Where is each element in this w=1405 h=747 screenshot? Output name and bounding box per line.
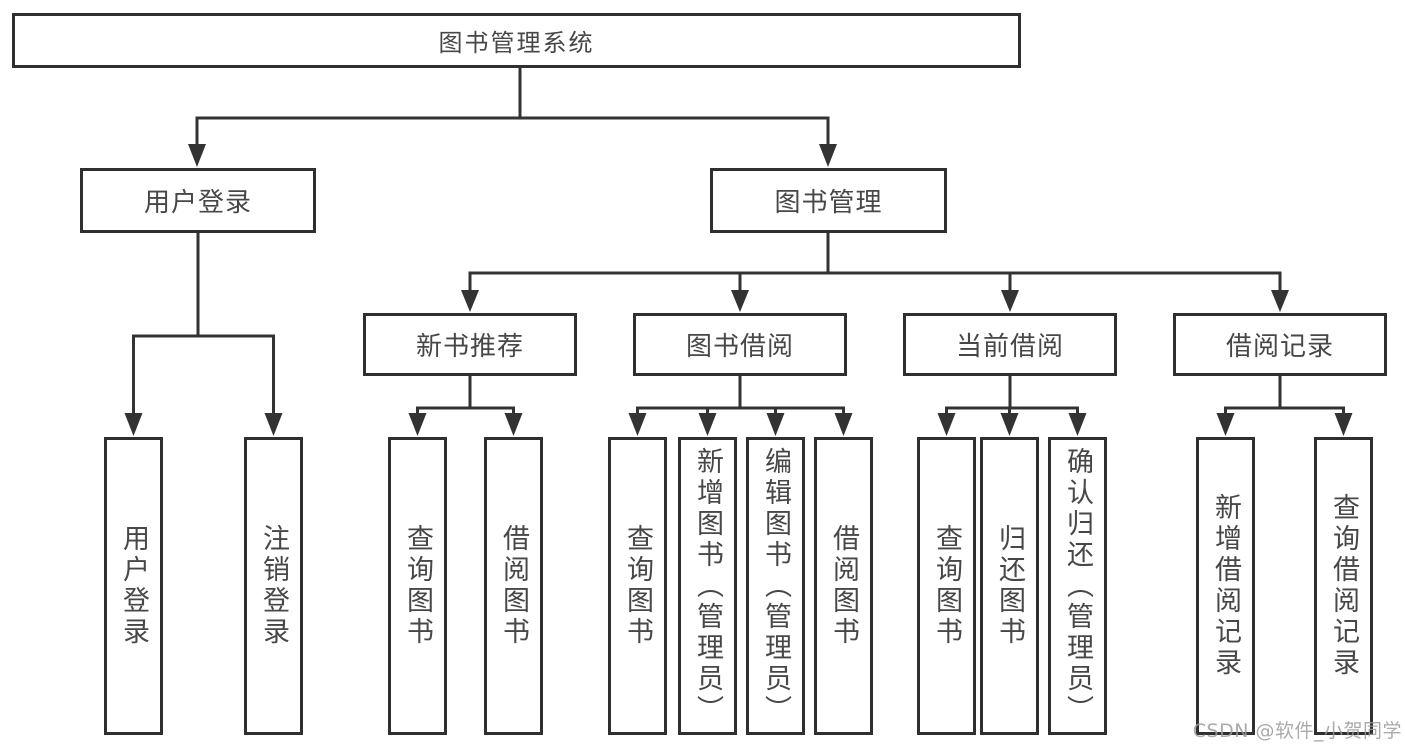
leaf-current-confirm-admin: 确认归还（管理员）: [1048, 437, 1107, 735]
leaf-current-confirm-admin-label: 确认归还（管理员）: [1062, 446, 1093, 726]
node-new-book-section: 新书推荐: [363, 313, 577, 376]
leaf-user-login-label: 用户登录: [118, 524, 149, 648]
node-book-mgmt-branch: 图书管理: [710, 168, 947, 233]
connector-user-login-branch: [124, 233, 283, 436]
leaf-current-query: 查询图书: [917, 437, 976, 735]
leaf-newbook-borrow: 借阅图书: [484, 437, 543, 735]
node-borrow-record-section-label: 借阅记录: [1225, 332, 1334, 362]
node-new-book-section-label: 新书推荐: [415, 332, 524, 362]
leaf-newbook-borrow-label: 借阅图书: [498, 524, 529, 648]
node-root-system-label: 图书管理系统: [438, 29, 595, 57]
node-root-system: 图书管理系统: [12, 13, 1021, 68]
connector-borrow-record-section: [1216, 376, 1353, 436]
leaf-newbook-query: 查询图书: [388, 437, 447, 735]
leaf-borrow-query-label: 查询图书: [622, 524, 653, 648]
leaf-borrow-book-label: 借阅图书: [828, 524, 859, 648]
connector-root-to-level2: [188, 68, 837, 167]
leaf-record-add-label: 新增借阅记录: [1210, 493, 1241, 679]
node-book-borrow-section-label: 图书借阅: [685, 332, 794, 362]
connector-book-mgmt-to-sections: [461, 233, 1289, 312]
leaf-record-query: 查询借阅记录: [1314, 437, 1373, 735]
connector-book-borrow-section: [628, 376, 853, 436]
node-borrow-record-section: 借阅记录: [1173, 313, 1387, 376]
leaf-borrow-book: 借阅图书: [814, 437, 873, 735]
node-current-borrow-section-label: 当前借阅: [955, 332, 1064, 362]
leaf-borrow-add-admin: 新增图书（管理员）: [678, 437, 737, 735]
node-user-login-branch: 用户登录: [80, 168, 316, 233]
node-book-mgmt-branch-label: 图书管理: [774, 188, 883, 218]
leaf-current-return: 归还图书: [980, 437, 1039, 735]
leaf-logout: 注销登录: [244, 437, 303, 735]
leaf-current-return-label: 归还图书: [994, 524, 1025, 648]
node-book-borrow-section: 图书借阅: [633, 313, 847, 376]
leaf-record-query-label: 查询借阅记录: [1328, 493, 1359, 679]
node-current-borrow-section: 当前借阅: [903, 313, 1117, 376]
csdn-watermark: CSDN @软件_小贺同学: [1192, 720, 1402, 742]
leaf-record-add: 新增借阅记录: [1196, 437, 1255, 735]
leaf-borrow-add-admin-label: 新增图书（管理员）: [692, 446, 723, 726]
leaf-borrow-query: 查询图书: [608, 437, 667, 735]
leaf-current-query-label: 查询图书: [931, 524, 962, 648]
leaf-borrow-edit-admin-label: 编辑图书（管理员）: [760, 446, 791, 726]
connector-new-book-section: [408, 376, 523, 436]
leaf-borrow-edit-admin: 编辑图书（管理员）: [746, 437, 805, 735]
node-user-login-branch-label: 用户登录: [143, 188, 252, 218]
connector-current-borrow-section: [937, 376, 1087, 436]
leaf-user-login: 用户登录: [104, 437, 163, 735]
leaf-logout-label: 注销登录: [258, 524, 289, 648]
leaf-newbook-query-label: 查询图书: [402, 524, 433, 648]
